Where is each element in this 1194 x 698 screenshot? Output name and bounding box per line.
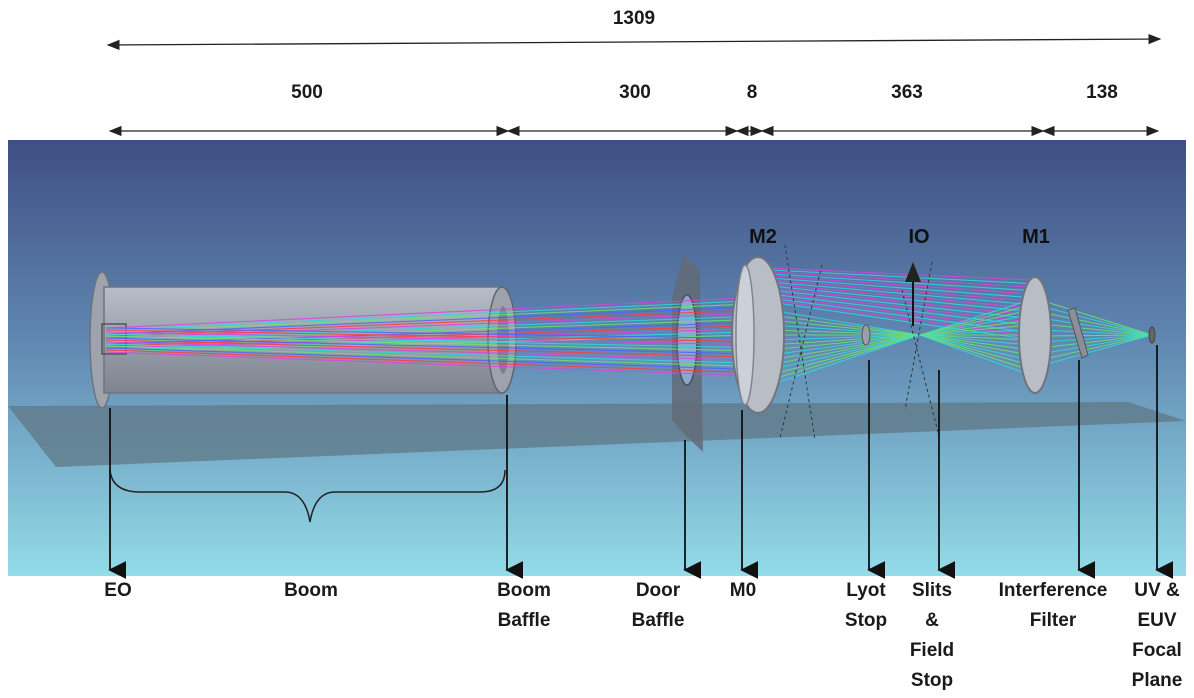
dim-door-label: 300 xyxy=(619,82,651,103)
lyot-stop xyxy=(861,324,871,346)
slit-fans xyxy=(779,244,941,441)
light-ray xyxy=(769,271,1031,288)
label-boom-baffle: Boom Baffle xyxy=(497,580,551,631)
light-ray xyxy=(105,345,746,367)
light-ray xyxy=(105,333,746,349)
light-ray xyxy=(769,334,1031,386)
dim-boom-label: 500 xyxy=(291,82,323,103)
light-ray xyxy=(1039,329,1153,336)
light-ray xyxy=(105,339,746,358)
label-boom: Boom xyxy=(284,580,338,601)
light-ray xyxy=(769,297,1031,334)
light-ray xyxy=(769,283,1031,309)
light-ray xyxy=(769,269,1031,285)
light-ray xyxy=(105,300,746,331)
light-ray xyxy=(105,337,746,355)
dim-filter-label: 138 xyxy=(1086,82,1118,103)
light-ray xyxy=(769,301,1031,341)
light-ray xyxy=(769,277,1031,299)
light-ray xyxy=(1039,334,1153,343)
dim-m0gap-label: 8 xyxy=(746,82,758,103)
light-ray xyxy=(769,281,1031,306)
focal-plane xyxy=(1148,326,1156,344)
light-ray xyxy=(105,349,746,373)
light-ray xyxy=(1039,334,1153,337)
light-ray xyxy=(105,335,746,352)
label-m0: M0 xyxy=(729,580,757,601)
label-lyot-stop: Lyot Stop xyxy=(844,580,888,631)
light-ray xyxy=(769,273,1031,292)
light-ray xyxy=(769,267,1031,281)
light-ray xyxy=(769,299,1031,337)
light-ray xyxy=(769,285,1031,313)
ground-plane xyxy=(8,402,1186,467)
label-door-baffle: Door Baffle xyxy=(631,580,685,631)
total-dimension-arrow xyxy=(106,33,1162,51)
light-ray xyxy=(1039,305,1153,336)
light-ray xyxy=(1039,334,1153,349)
light-ray xyxy=(1039,334,1153,355)
boom-brace xyxy=(109,469,506,523)
interference-filter xyxy=(1067,307,1089,359)
light-ray xyxy=(769,275,1031,295)
dim-relay-label: 363 xyxy=(891,82,923,103)
light-ray xyxy=(105,343,746,364)
light-ray xyxy=(105,327,746,339)
m1-mirror xyxy=(1018,276,1052,394)
light-ray xyxy=(105,329,746,342)
label-interference-filter: Interference Filter xyxy=(998,580,1108,631)
light-ray xyxy=(105,351,746,377)
light-ray xyxy=(1039,317,1153,336)
light-ray xyxy=(1039,334,1153,361)
io-label: IO xyxy=(908,226,930,248)
light-ray xyxy=(105,297,746,329)
m1-label: M1 xyxy=(1022,226,1050,248)
label-focal-plane: UV & EUV Focal Plane xyxy=(1131,580,1183,691)
light-ray xyxy=(769,287,1031,316)
light-ray xyxy=(105,331,746,346)
total-dimension-label: 1309 xyxy=(612,8,656,29)
light-ray xyxy=(1039,323,1153,336)
label-eo: EO xyxy=(104,580,132,601)
m0-mirror xyxy=(735,264,755,406)
light-ray xyxy=(1039,299,1153,336)
light-ray xyxy=(105,347,746,370)
light-ray xyxy=(1039,311,1153,336)
light-ray xyxy=(105,341,746,361)
label-slits-field-stop: Slits & Field Stop xyxy=(909,580,955,691)
ray-bundles xyxy=(105,267,1153,386)
m2-label: M2 xyxy=(749,226,777,248)
callout-arrows xyxy=(108,345,1174,579)
light-ray xyxy=(769,279,1031,302)
light-ray xyxy=(105,303,746,333)
light-ray xyxy=(1039,334,1153,367)
